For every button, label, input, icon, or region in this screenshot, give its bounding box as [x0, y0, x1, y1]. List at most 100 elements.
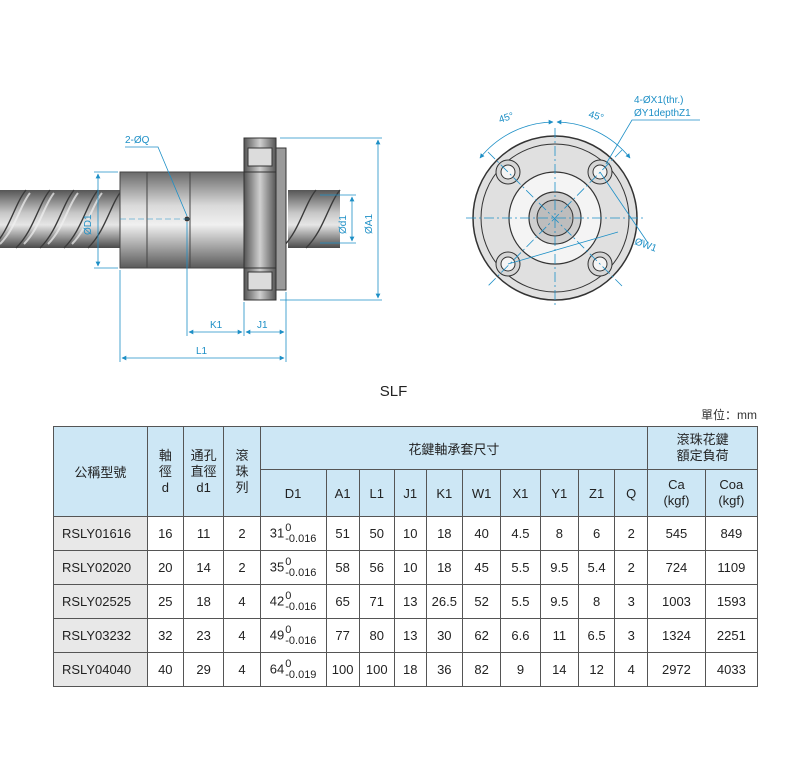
- cell-q: 2: [614, 550, 649, 585]
- header-shaft: 軸 徑 d: [146, 426, 184, 517]
- cell-model: RSLY03232: [53, 618, 148, 653]
- unit-label: 單位：mm: [701, 408, 757, 422]
- cell-d1: 11: [182, 516, 225, 551]
- cell-balls: 4: [223, 584, 261, 619]
- spec-table: 公稱型號 軸 徑 d 通孔 直徑 d1 滾 珠 列 花鍵軸承套尺寸 滾珠花鍵 額…: [53, 426, 759, 687]
- header-Ca: Ca (kgf): [647, 469, 706, 517]
- D1-tolerance: 0-0.016: [285, 555, 317, 579]
- cell-j1: 10: [393, 516, 427, 551]
- cell-d1: 29: [182, 652, 225, 687]
- product-title: SLF: [379, 383, 408, 400]
- cell-a1: 51: [325, 516, 360, 551]
- cell-l1: 56: [358, 550, 395, 585]
- cell-y1: 8: [539, 516, 579, 551]
- cell-a1: 77: [325, 618, 360, 653]
- cell-k1: 18: [425, 550, 463, 585]
- header-bore: 通孔 直徑 d1: [182, 426, 225, 517]
- cell-j1: 18: [393, 652, 427, 687]
- cell-d1: 23: [182, 618, 225, 653]
- label-q: 2-ØQ: [125, 135, 150, 146]
- label-holes-2: ØY1depthZ1: [634, 108, 691, 119]
- spline-nut-flange: [243, 137, 287, 301]
- cell-a1: 65: [325, 584, 360, 619]
- cell-d1: 14: [182, 550, 225, 585]
- label-A1: ØA1: [364, 214, 375, 234]
- D1-value: 35: [269, 558, 285, 574]
- header-W1: W1: [461, 469, 502, 517]
- cell-coa: 4033: [704, 652, 759, 687]
- side-dimension-lines: [94, 137, 382, 362]
- spline-shaft-right: [281, 189, 341, 249]
- cell-k1: 30: [425, 618, 463, 653]
- label-J1: J1: [257, 320, 268, 331]
- cell-d1: 18: [182, 584, 225, 619]
- cell-x1: 9: [500, 652, 541, 687]
- label-angle-left: 45°: [498, 111, 516, 126]
- cell-z1: 6: [577, 516, 616, 551]
- cell-w1: 40: [461, 516, 502, 551]
- cell-x1: 5.5: [500, 550, 541, 585]
- cell-a1: 58: [325, 550, 360, 585]
- cell-z1: 5.4: [577, 550, 616, 585]
- label-angle-right: 45°: [587, 109, 605, 124]
- D1-tolerance: 0-0.019: [285, 657, 317, 681]
- header-nut-dimensions: 花鍵軸承套尺寸: [259, 426, 649, 470]
- cell-d: 16: [146, 516, 184, 551]
- header-K1: K1: [425, 469, 463, 517]
- header-row-1: 公稱型號 軸 徑 d 通孔 直徑 d1 滾 珠 列 花鍵軸承套尺寸 滾珠花鍵 額…: [53, 426, 758, 517]
- cell-y1: 9.5: [539, 550, 579, 585]
- cell-d: 20: [146, 550, 184, 585]
- cell-coa: 1109: [704, 550, 759, 585]
- header-Q: Q: [614, 469, 649, 517]
- cell-model: RSLY02525: [53, 584, 148, 619]
- spline-nut-body: [119, 171, 245, 269]
- cell-ca: 545: [647, 516, 706, 551]
- cell-w1: 52: [461, 584, 502, 619]
- technical-drawing: 2-ØQ ØD1 Ød1 ØA1 K1 J1 L1: [0, 95, 700, 362]
- cell-z1: 12: [577, 652, 616, 687]
- cell-coa: 849: [704, 516, 759, 551]
- cell-w1: 62: [461, 618, 502, 653]
- cell-balls: 2: [223, 516, 261, 551]
- cell-d: 25: [146, 584, 184, 619]
- D1-value: 49: [269, 626, 285, 642]
- cell-ca: 1003: [647, 584, 706, 619]
- cell-y1: 11: [539, 618, 579, 653]
- cell-q: 4: [614, 652, 649, 687]
- cell-x1: 6.6: [500, 618, 541, 653]
- label-holes-1: 4-ØX1(thr.): [634, 95, 683, 106]
- header-Coa: Coa (kgf): [704, 469, 759, 517]
- cell-ca: 2972: [647, 652, 706, 687]
- label-K1: K1: [210, 320, 223, 331]
- cell-y1: 9.5: [539, 584, 579, 619]
- cell-l1: 80: [358, 618, 395, 653]
- cell-j1: 10: [393, 550, 427, 585]
- cell-d: 32: [146, 618, 184, 653]
- cell-ca: 1324: [647, 618, 706, 653]
- cell-coa: 2251: [704, 618, 759, 653]
- cell-balls: 4: [223, 652, 261, 687]
- cell-balls: 4: [223, 618, 261, 653]
- cell-j1: 13: [393, 584, 427, 619]
- D1-value: 64: [269, 660, 285, 676]
- header-load-rating: 滾珠花鍵 額定負荷: [647, 426, 758, 470]
- D1-tolerance: 0-0.016: [285, 521, 317, 545]
- cell-y1: 14: [539, 652, 579, 687]
- D1-tolerance: 0-0.016: [285, 623, 317, 647]
- label-d1: Ød1: [338, 215, 349, 234]
- header-A1: A1: [325, 469, 360, 517]
- header-X1: X1: [500, 469, 541, 517]
- cell-l1: 50: [358, 516, 395, 551]
- cell-k1: 18: [425, 516, 463, 551]
- cell-x1: 5.5: [500, 584, 541, 619]
- header-D1: D1: [259, 469, 327, 517]
- label-W1: ØW1: [633, 236, 659, 254]
- cell-ca: 724: [647, 550, 706, 585]
- cell-l1: 100: [358, 652, 395, 687]
